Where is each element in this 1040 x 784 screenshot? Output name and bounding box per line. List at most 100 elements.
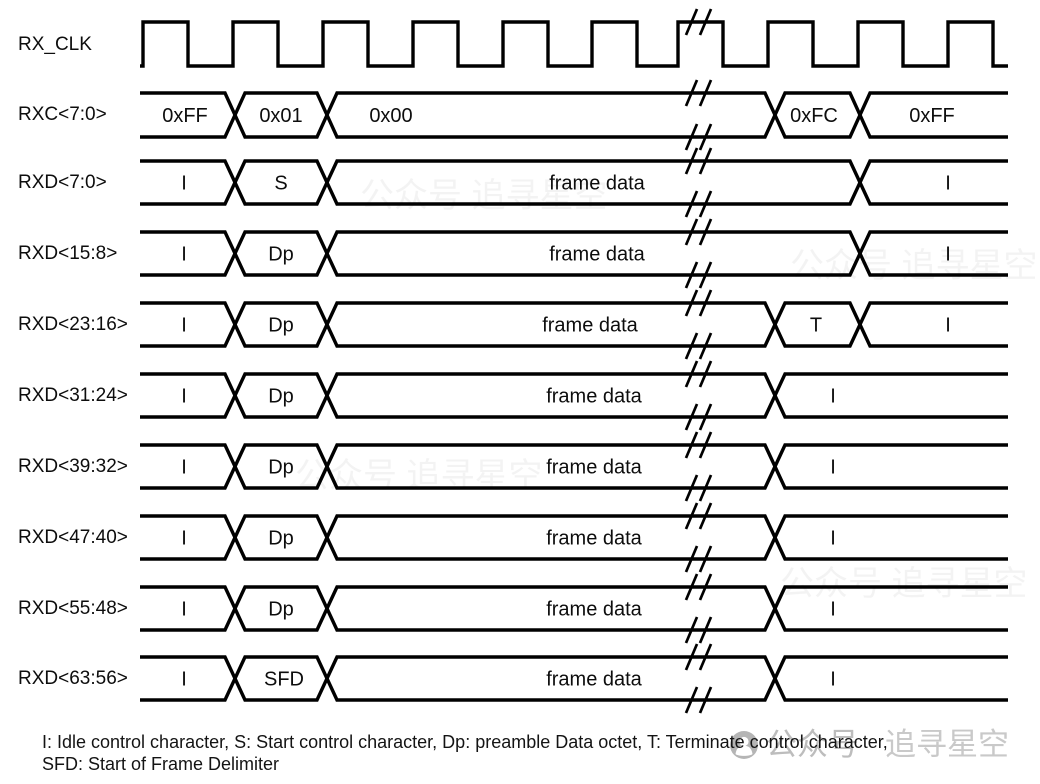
region-label: 0x00 — [369, 105, 412, 127]
break-mark — [698, 474, 713, 502]
break-mark — [698, 545, 713, 573]
break-mark — [698, 190, 713, 218]
break-mark — [684, 474, 699, 502]
region-label: Dp — [268, 528, 294, 550]
break-mark — [684, 403, 699, 431]
break-mark — [698, 147, 713, 175]
region-label: 0xFF — [909, 105, 955, 127]
region-label: frame data — [546, 599, 642, 621]
region-label: SFD — [264, 669, 304, 691]
break-mark — [684, 643, 699, 671]
bus-waveform-line — [140, 230, 1008, 277]
region-label: 0xFF — [162, 105, 208, 127]
break-mark — [684, 79, 699, 107]
bus-waveform-line — [140, 585, 1008, 632]
watermark-name: 追寻星空 — [885, 727, 1009, 762]
region-label: T — [810, 315, 822, 337]
break-mark — [698, 573, 713, 601]
region-label: Dp — [268, 599, 294, 621]
row-label: RXD<7:0> — [18, 171, 107, 193]
wechat-official-account-icon — [730, 731, 758, 759]
bus-waveform-line — [140, 443, 1008, 490]
break-mark — [698, 686, 713, 714]
break-mark — [684, 616, 699, 644]
break-mark — [684, 123, 699, 151]
legend: I: Idle control character, S: Start cont… — [42, 731, 888, 775]
region-label: Dp — [268, 244, 294, 266]
region-label: I — [181, 457, 187, 479]
break-mark — [684, 431, 699, 459]
legend-line-1: I: Idle control character, S: Start cont… — [42, 732, 888, 752]
region-label: frame data — [546, 669, 642, 691]
region-label: I — [830, 669, 836, 691]
break-mark — [698, 289, 713, 317]
break-mark — [684, 360, 699, 388]
bus-waveform-line — [140, 655, 1008, 702]
region-label: I — [181, 528, 187, 550]
row-label: RXD<23:16> — [18, 313, 128, 335]
region-label: I — [181, 244, 187, 266]
region-label: I — [181, 173, 187, 195]
row-label: RXD<47:40> — [18, 526, 128, 548]
break-mark — [684, 261, 699, 289]
break-mark — [684, 147, 699, 175]
region-label: Dp — [268, 457, 294, 479]
clock-waveform — [140, 20, 1008, 68]
region-label: I — [945, 173, 951, 195]
region-label: I — [181, 599, 187, 621]
bus-waveform-line — [140, 159, 1008, 206]
break-mark — [684, 502, 699, 530]
bus-waveform-line — [140, 301, 1008, 348]
break-mark — [698, 8, 713, 36]
break-mark — [698, 123, 713, 151]
break-mark — [698, 79, 713, 107]
region-label: Dp — [268, 315, 294, 337]
region-label: frame data — [546, 457, 642, 479]
region-label: 0xFC — [790, 105, 838, 127]
row-label: RXC<7:0> — [18, 104, 107, 125]
region-label: I — [830, 457, 836, 479]
break-mark — [698, 431, 713, 459]
break-mark — [684, 686, 699, 714]
break-mark — [684, 190, 699, 218]
row-label: RX_CLK — [18, 34, 92, 55]
bus-waveform-line — [140, 372, 1008, 419]
break-mark — [684, 573, 699, 601]
break-mark — [684, 218, 699, 246]
row-label: RXD<63:56> — [18, 667, 128, 689]
region-label: I — [181, 386, 187, 408]
break-mark — [698, 403, 713, 431]
region-label: I — [830, 386, 836, 408]
break-mark — [684, 332, 699, 360]
region-label: I — [945, 244, 951, 266]
break-mark — [698, 218, 713, 246]
region-label: 0x01 — [259, 105, 302, 127]
break-mark — [698, 643, 713, 671]
region-label: frame data — [549, 173, 645, 195]
region-label: I — [830, 599, 836, 621]
legend-line-2: SFD: Start of Frame Delimiter — [42, 754, 280, 774]
break-mark — [698, 360, 713, 388]
row-label: RXD<31:24> — [18, 384, 128, 406]
region-label: Dp — [268, 386, 294, 408]
row-label: RXD<15:8> — [18, 242, 118, 264]
row-label: RXD<39:32> — [18, 455, 128, 477]
region-label: I — [830, 528, 836, 550]
break-mark — [698, 502, 713, 530]
break-mark — [684, 8, 699, 36]
break-mark — [684, 545, 699, 573]
region-label: I — [181, 669, 187, 691]
watermark-prefix: 公众号 — [766, 727, 859, 762]
region-label: frame data — [542, 315, 638, 337]
bus-waveform-line — [140, 91, 1008, 139]
break-mark — [698, 332, 713, 360]
region-label: frame data — [546, 528, 642, 550]
break-mark — [698, 261, 713, 289]
region-label: I — [945, 315, 951, 337]
region-label: frame data — [549, 244, 645, 266]
bus-waveform-line — [140, 514, 1008, 561]
region-label: frame data — [546, 386, 642, 408]
row-label: RXD<55:48> — [18, 597, 128, 619]
region-label: I — [181, 315, 187, 337]
